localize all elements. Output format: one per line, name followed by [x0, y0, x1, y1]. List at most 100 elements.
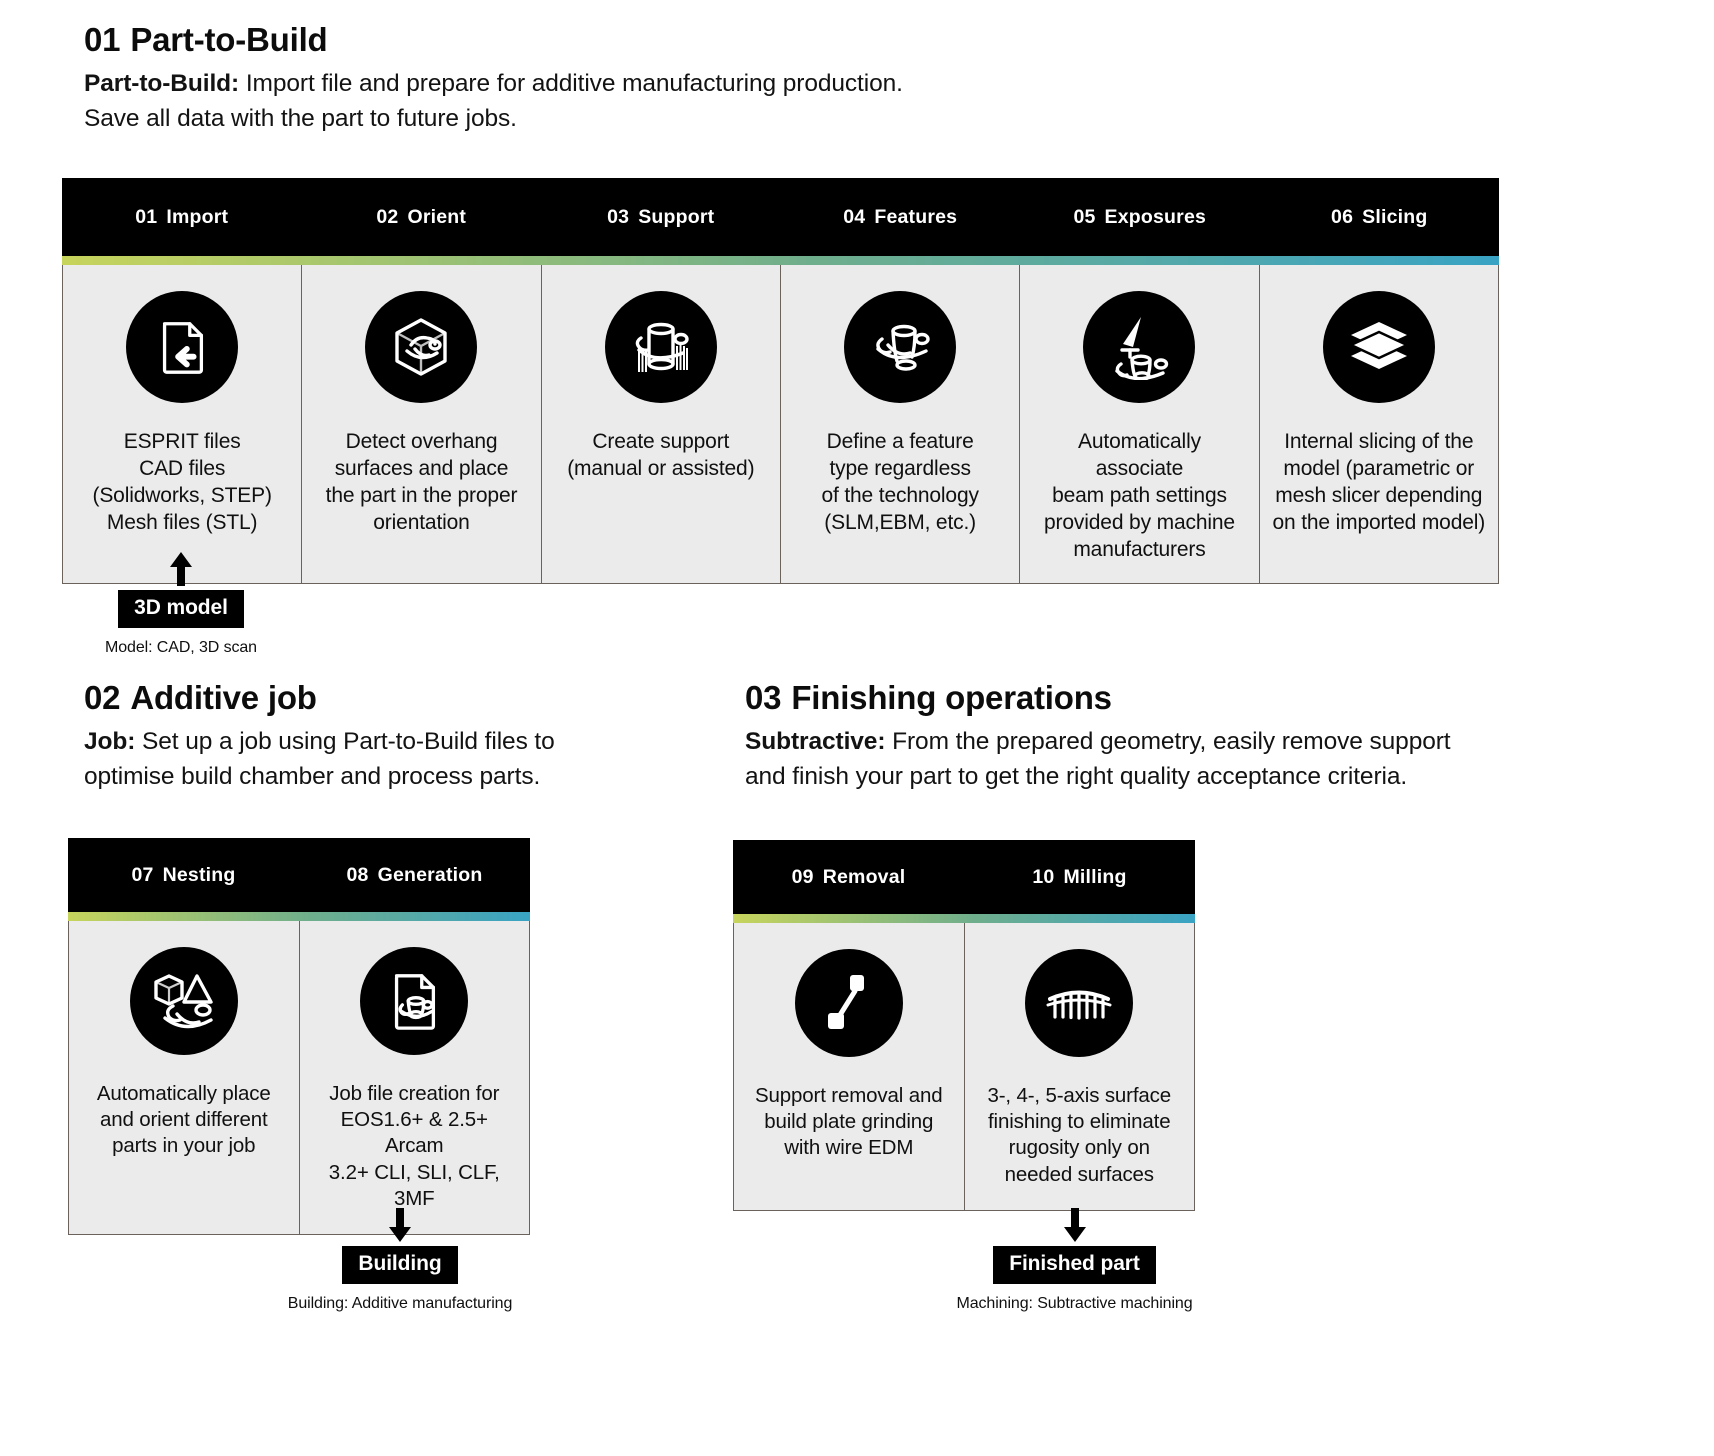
- process-step-label: Orient: [407, 205, 467, 228]
- layers-slicing-icon: [1322, 291, 1435, 403]
- process-step-label: Generation: [377, 863, 483, 886]
- process-table-3-header: 09 Removal 10 Milling: [733, 840, 1195, 914]
- section-02-description: Job: Set up a job using Part-to-Build fi…: [84, 725, 724, 795]
- process-step-number: 07: [131, 863, 154, 886]
- process-step-header-04[interactable]: 04 Features: [781, 206, 1021, 229]
- process-step-label: Exposures: [1104, 205, 1207, 228]
- caption-finished-part: Machining: Subtractive machining: [956, 1295, 1193, 1312]
- laser-beam-exposure-icon: [1083, 291, 1196, 403]
- process-step-number: 05: [1073, 205, 1096, 228]
- document-import-icon: [126, 291, 239, 403]
- arrow-down-icon: [389, 1208, 411, 1242]
- feature-part-icon: [844, 291, 957, 403]
- process-table-additive-job: 07 Nesting 08 Generation Automatically plac…: [68, 838, 530, 1236]
- milling-cutter-icon: [1025, 949, 1134, 1057]
- process-step-number: 04: [843, 205, 866, 228]
- process-step-header-08[interactable]: 08 Generation: [299, 864, 530, 887]
- process-step-label: Nesting: [162, 863, 236, 886]
- gradient-bar-2: [68, 912, 530, 921]
- process-step-label: Import: [166, 205, 229, 228]
- section-03-number: 03: [745, 679, 782, 716]
- badge-finished-part: Finished part: [993, 1246, 1156, 1284]
- section-01-number: 01: [84, 21, 121, 58]
- section-02-title-text: Additive job: [130, 679, 317, 716]
- process-step-label: Milling: [1063, 865, 1127, 888]
- process-step-label: Removal: [822, 865, 906, 888]
- section-03-title-text: Finishing operations: [791, 679, 1112, 716]
- badge-building: Building: [342, 1246, 458, 1284]
- process-step-header-01[interactable]: 01 Import: [62, 206, 302, 229]
- process-step-header-02[interactable]: 02 Orient: [302, 206, 542, 229]
- process-step-number: 08: [346, 863, 369, 886]
- arrow-down-icon: [1063, 1208, 1086, 1242]
- process-step-header-05[interactable]: 05 Exposures: [1020, 206, 1260, 229]
- process-table-1-header: 01 Import 02 Orient 03 Support 04 Features 05 Exp…: [62, 178, 1499, 256]
- flow-input-3d-model: 3D model Model: CAD, 3D scan: [62, 552, 300, 657]
- section-01-desc-rest: Import file and prepare for additive man…: [239, 69, 903, 97]
- process-step-number: 01: [135, 205, 158, 228]
- process-step-header-07[interactable]: 07 Nesting: [68, 864, 299, 887]
- section-01-desc-lead: Part-to-Build:: [84, 69, 240, 97]
- process-step-label: Support: [638, 205, 715, 228]
- caption-3d-model: Model: CAD, 3D scan: [105, 639, 257, 656]
- process-step-header-03[interactable]: 03 Support: [541, 206, 781, 229]
- section-02-desc-line2: optimise build chamber and process parts…: [84, 762, 541, 790]
- job-file-generation-icon: [360, 947, 469, 1055]
- gradient-bar-3: [733, 914, 1195, 923]
- section-03-desc-line2: and finish your part to get the right qu…: [745, 762, 1408, 790]
- flow-output-finished-part: Finished part Machining: Subtractive mac…: [952, 1208, 1197, 1313]
- process-step-cell-03[interactable]: Create support(manual or assisted): [542, 265, 781, 584]
- process-step-number: 02: [376, 205, 399, 228]
- nesting-parts-icon: [129, 947, 238, 1055]
- process-step-number: 03: [607, 205, 630, 228]
- process-step-header-10[interactable]: 10 Milling: [964, 866, 1195, 889]
- process-step-header-09[interactable]: 09 Removal: [733, 866, 964, 889]
- part-in-cube-orient-icon: [365, 291, 478, 403]
- process-step-number: 10: [1032, 865, 1055, 888]
- section-03-description: Subtractive: From the prepared geometry,…: [745, 725, 1515, 795]
- wire-edm-removal-icon: [794, 949, 903, 1057]
- section-03-desc-lead: Subtractive:: [745, 727, 886, 755]
- process-step-number: 06: [1331, 205, 1354, 228]
- process-step-label: Features: [874, 205, 958, 228]
- section-03-desc-rest: From the prepared geometry, easily remov…: [885, 727, 1451, 755]
- arrow-up-icon: [170, 552, 192, 586]
- section-01-desc-line2: Save all data with the part to future jo…: [84, 104, 517, 132]
- process-table-part-to-build: 01 Import 02 Orient 03 Support 04 Features 05 Exp…: [62, 178, 1499, 585]
- section-02-desc-rest: Set up a job using Part-to-Build files t…: [135, 727, 555, 755]
- process-step-description: Create support(manual or assisted): [567, 430, 755, 480]
- flow-output-building: Building Building: Additive manufacturin…: [282, 1208, 518, 1313]
- support-structure-icon: [604, 291, 717, 403]
- section-01-description: Part-to-Build: Import file and prepare f…: [84, 67, 1484, 137]
- process-step-number: 09: [791, 865, 814, 888]
